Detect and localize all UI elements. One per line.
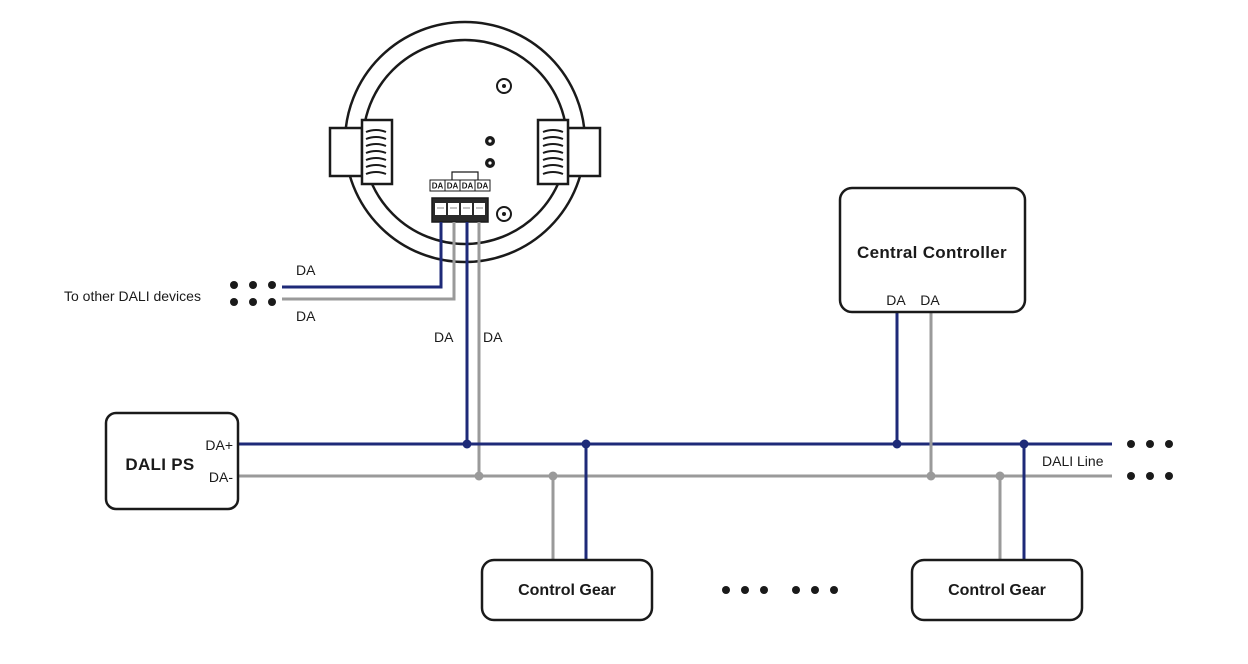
terminal-block	[431, 197, 489, 223]
dali-sensor: DA DA DA DA	[328, 20, 602, 264]
controller-wires	[895, 312, 933, 476]
drop-wire-left-label: DA	[434, 329, 454, 345]
drop-wire-right-label: DA	[483, 329, 503, 345]
psu-minus-label: DA-	[209, 469, 233, 485]
control-gear-2-box	[910, 558, 1084, 622]
left-spring-clip	[328, 118, 394, 186]
junction-dots	[462, 439, 1029, 481]
control-gear-2-wires	[998, 444, 1026, 560]
psu-box	[104, 411, 240, 511]
controller-box	[838, 186, 1027, 314]
wire-other-devices-da-minus	[282, 222, 456, 301]
sensor-drop-wires	[465, 222, 481, 476]
psu-title: DALI PS	[125, 455, 194, 474]
control-gear-2-title: Control Gear	[948, 582, 1046, 599]
wire-other-devices-da-plus	[282, 222, 443, 289]
right-spring-clip	[536, 118, 602, 186]
controller-title: Central Controller	[857, 243, 1007, 262]
psu-plus-label: DA+	[205, 437, 233, 453]
other-devices-ellipsis	[230, 281, 276, 306]
other-devices-da-bottom-label: DA	[296, 308, 316, 324]
controller-da-right-label: DA	[920, 292, 940, 308]
dali-bus	[238, 442, 1112, 478]
central-controller: Central Controller DA DA	[838, 186, 1027, 314]
control-gear-1: Control Gear	[480, 558, 654, 622]
dali-line-ellipsis	[1127, 440, 1173, 480]
controller-da-left-label: DA	[886, 292, 906, 308]
sensor-to-other-devices-wires	[282, 222, 456, 301]
terminal-label-3: DA	[462, 182, 474, 191]
control-gear-1-title: Control Gear	[518, 582, 616, 599]
terminal-label-2: DA	[447, 182, 459, 191]
dali-power-supply: DALI PS DA+ DA-	[104, 411, 240, 511]
dali-line-label: DALI Line	[1042, 453, 1104, 469]
control-gear-2: Control Gear	[910, 558, 1084, 622]
other-devices-label: To other DALI devices	[64, 288, 201, 304]
control-gear-1-box	[480, 558, 654, 622]
terminal-labels: DA DA DA DA	[429, 179, 491, 192]
control-gear-1-wires	[551, 444, 588, 560]
terminal-label-1: DA	[432, 182, 444, 191]
other-devices-da-top-label: DA	[296, 262, 316, 278]
terminal-label-4: DA	[477, 182, 489, 191]
control-gear-ellipsis	[722, 586, 838, 594]
